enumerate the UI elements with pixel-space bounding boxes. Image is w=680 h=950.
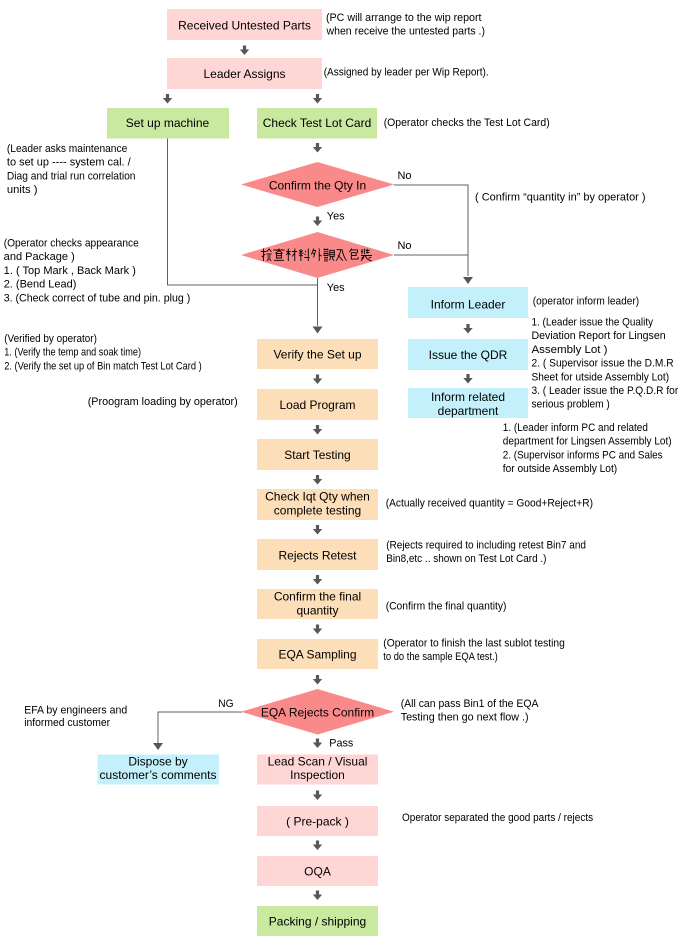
- svg-text:No: No: [398, 240, 412, 252]
- svg-text:Received Untested Parts: Received Untested Parts: [178, 19, 311, 33]
- svg-text:OQA: OQA: [304, 865, 331, 879]
- svg-text:department: department: [438, 404, 499, 418]
- svg-text:(Operator checks the Test Lot: (Operator checks the Test Lot Card): [384, 117, 550, 129]
- svg-text:Leader Assigns: Leader Assigns: [203, 67, 285, 81]
- svg-text:Packing / shipping: Packing / shipping: [269, 915, 366, 929]
- svg-text:No: No: [398, 170, 412, 182]
- svg-text:(Rejects required to including: (Rejects required to including retest Bi…: [386, 540, 586, 552]
- svg-text:Yes: Yes: [327, 211, 345, 223]
- svg-text:customer’s comments: customer’s comments: [100, 768, 217, 782]
- svg-text:EQA Rejects Confirm: EQA Rejects Confirm: [261, 706, 374, 720]
- svg-text:(operator inform leader): (operator inform leader): [533, 295, 639, 307]
- svg-text:3. (Check correct of tube and: 3. (Check correct of tube and pin. plug …: [4, 292, 191, 304]
- svg-text:1. (Leader issue the Quality: 1. (Leader issue the Quality: [532, 317, 654, 329]
- svg-text:and Package ): and Package ): [4, 251, 75, 263]
- svg-text:informed customer: informed customer: [24, 717, 110, 729]
- svg-text:EFA by engineers and: EFA by engineers and: [24, 705, 127, 717]
- svg-text:for outside Assembly Lot): for outside Assembly Lot): [503, 463, 617, 475]
- svg-text:(Actually received quantity =: (Actually received quantity = Good+Rejec…: [386, 498, 593, 510]
- svg-text:(Assigned by leader per Wip Re: (Assigned by leader per Wip Report).: [324, 67, 489, 79]
- svg-text:Testing then go next flow .): Testing then go next flow .): [401, 712, 529, 724]
- svg-text:(PC will arrange to the wip re: (PC will arrange to the wip report: [326, 12, 482, 24]
- svg-text:(Operator to finish the last s: (Operator to finish the last sublot test…: [383, 638, 565, 650]
- svg-text:to set up ---- system cal. /: to set up ---- system cal. /: [7, 157, 132, 169]
- svg-text:Check Test Lot Card: Check Test Lot Card: [263, 116, 372, 130]
- svg-text:1. ( Top Mark , Back Mark ): 1. ( Top Mark , Back Mark ): [4, 265, 136, 277]
- svg-text:2. (Bend Lead): 2. (Bend Lead): [4, 279, 77, 291]
- svg-text:quantity: quantity: [296, 603, 338, 617]
- svg-text:NG: NG: [218, 698, 233, 710]
- svg-text:(Confirm the final quantity): (Confirm the final quantity): [386, 601, 507, 613]
- svg-text:Rejects Retest: Rejects Retest: [278, 549, 357, 563]
- svg-text:Set up machine: Set up machine: [126, 116, 210, 130]
- svg-text:serious problem ): serious problem ): [532, 399, 610, 411]
- svg-text:2. (Verify the set up of Bin m: 2. (Verify the set up of Bin match Test …: [4, 360, 202, 372]
- svg-text:Assembly Lot ): Assembly Lot ): [532, 344, 608, 356]
- svg-text:Confirm the final: Confirm the final: [274, 590, 361, 604]
- svg-text:(Leader asks maintenance: (Leader asks maintenance: [7, 143, 127, 155]
- svg-text:2. ( Supervisor issue the D.M.: 2. ( Supervisor issue the D.M.R: [532, 358, 674, 370]
- svg-text:to do the sample EQA test.): to do the sample EQA test.): [383, 651, 498, 663]
- svg-text:complete testing: complete testing: [274, 503, 361, 517]
- svg-text:(Operator checks appearance: (Operator checks appearance: [4, 238, 139, 250]
- svg-text:Dispose by: Dispose by: [128, 755, 187, 769]
- svg-text:Confirm the Qty In: Confirm the Qty In: [269, 179, 366, 193]
- svg-text:Deviation Report for Lingsen: Deviation Report for Lingsen: [532, 330, 666, 342]
- svg-text:units ): units ): [7, 184, 38, 196]
- svg-text:Inspection: Inspection: [290, 768, 345, 782]
- svg-text:(Proogram loading by operator: (Proogram loading by operator): [88, 396, 238, 408]
- svg-text:2. (Supervisor informs PC and: 2. (Supervisor informs PC and Sales: [503, 449, 663, 461]
- svg-text:( Pre-pack ): ( Pre-pack ): [286, 815, 349, 829]
- svg-text:( Confirm “quantity in” by ope: ( Confirm “quantity in” by operator ): [475, 192, 646, 204]
- svg-text:(Verified by operator): (Verified by operator): [4, 333, 97, 345]
- svg-text:(All can pass Bin1 of the EQA: (All can pass Bin1 of the EQA: [401, 698, 539, 710]
- svg-text:Bin8,etc .. shown on Test Lot: Bin8,etc .. shown on Test Lot Card .): [386, 553, 546, 565]
- svg-text:Operator separated the good pa: Operator separated the good parts / reje…: [402, 812, 594, 824]
- svg-text:1. (Verify the temp and soak t: 1. (Verify the temp and soak time): [4, 347, 141, 359]
- svg-text:Yes: Yes: [327, 282, 345, 294]
- svg-text:Issue the QDR: Issue the QDR: [429, 348, 508, 362]
- svg-text:Check Iqt Qty when: Check Iqt Qty when: [265, 490, 370, 504]
- svg-text:Diag and trial run correlation: Diag and trial run correlation: [7, 170, 136, 182]
- svg-text:Lead Scan / Visual: Lead Scan / Visual: [268, 755, 368, 769]
- svg-text:Inform Leader: Inform Leader: [431, 298, 506, 312]
- svg-text:department for Lingsen Assembl: department for Lingsen Assembly Lot): [503, 436, 672, 448]
- svg-text:Load Program: Load Program: [279, 398, 355, 412]
- svg-text:Inform related: Inform related: [431, 390, 505, 404]
- svg-text:Sheet for utside Assembly Lot: Sheet for utside Assembly Lot): [532, 371, 670, 383]
- svg-text:1. (Leader inform PC and relat: 1. (Leader inform PC and related: [503, 422, 648, 434]
- svg-text:3. ( Leader issue the P.Q.D.R: 3. ( Leader issue the P.Q.D.R for: [532, 385, 679, 397]
- svg-text:Verify the Set up: Verify the Set up: [273, 348, 361, 362]
- svg-text:when receive the untested part: when receive the untested parts .): [326, 26, 485, 38]
- svg-text:EQA Sampling: EQA Sampling: [278, 648, 356, 662]
- svg-text:Pass: Pass: [329, 738, 353, 750]
- svg-text:Start Testing: Start Testing: [284, 448, 350, 462]
